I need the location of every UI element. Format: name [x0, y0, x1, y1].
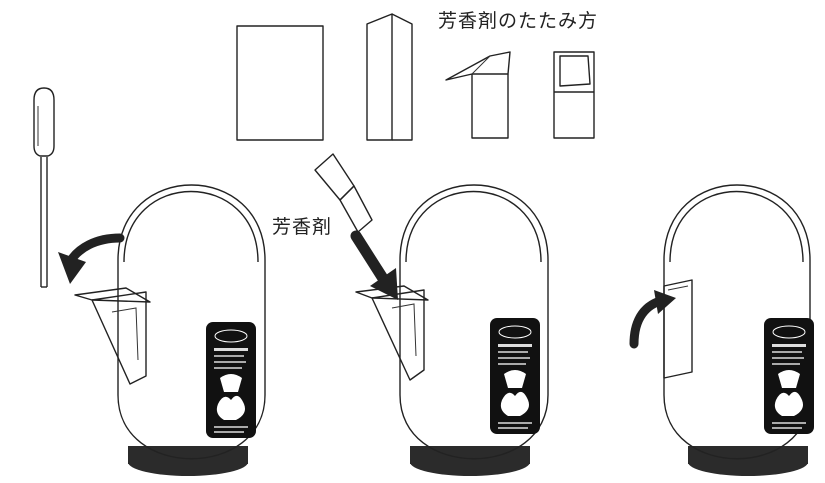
up-arrow-icon [629, 290, 676, 349]
freshener-label: 芳香剤 [272, 216, 333, 238]
fold-step-2-folded-half [366, 13, 413, 141]
fold-step-1-flat-sheet [236, 25, 324, 141]
unit-3-closed [663, 184, 815, 476]
curved-arrow-icon [58, 233, 125, 284]
unit-2-inserting [355, 184, 549, 476]
fold-step-4-final-fold [553, 51, 595, 139]
screwdriver-icon [33, 87, 55, 288]
freshener-packet [314, 153, 373, 233]
down-arrow-icon [350, 230, 398, 300]
fold-step-3-top-folded [445, 51, 511, 139]
unit-1-open-lid [74, 184, 266, 476]
folding-instructions-title: 芳香剤のたたみ方 [438, 10, 599, 32]
